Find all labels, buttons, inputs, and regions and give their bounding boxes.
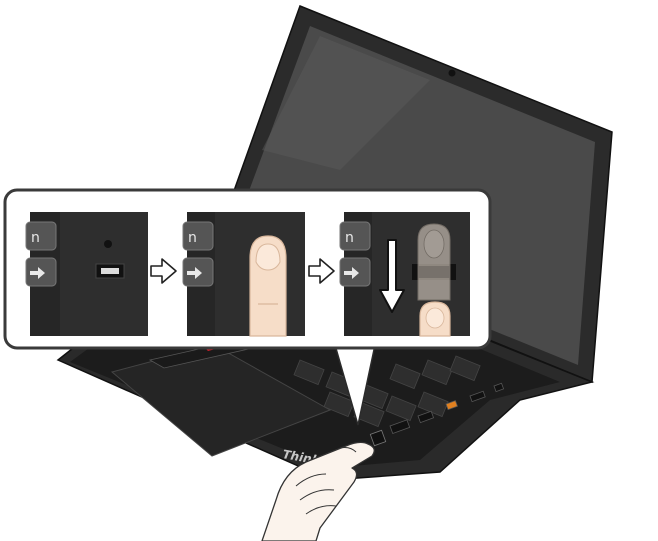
- fingertip-icon: [420, 302, 450, 336]
- webcam-icon: [449, 70, 456, 77]
- step-panel-locate: n: [26, 212, 148, 336]
- step-panel-place-finger: n: [183, 212, 305, 336]
- instruction-callout: n n: [5, 190, 490, 348]
- key-n-icon: n: [345, 230, 354, 246]
- step-panel-swipe-down: n: [340, 212, 470, 336]
- key-n-icon: n: [31, 230, 40, 246]
- ghost-finger-icon: [418, 224, 450, 300]
- reader-led-icon: [104, 240, 112, 248]
- fingertip-icon: [250, 236, 286, 336]
- key-n-icon: n: [188, 230, 197, 246]
